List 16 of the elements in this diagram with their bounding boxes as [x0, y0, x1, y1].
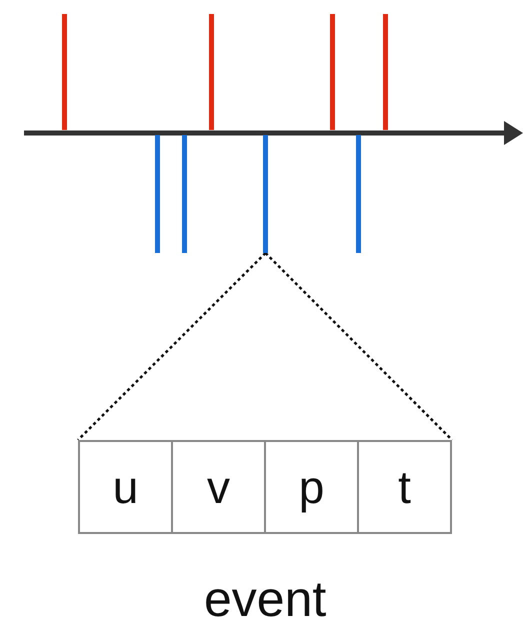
field-label: t [398, 464, 411, 510]
leader-line [77, 252, 266, 441]
field-label: u [112, 464, 138, 510]
field-label: v [207, 464, 230, 510]
spike-up [383, 14, 388, 130]
spike-down [263, 135, 268, 253]
spike-up [330, 14, 335, 130]
field-label: p [298, 464, 324, 510]
spike-up [209, 14, 214, 130]
spike-down [356, 135, 361, 253]
record-box [78, 440, 452, 534]
record-caption: event [204, 574, 326, 624]
leader-line [264, 252, 453, 441]
spike-up [62, 14, 67, 130]
spike-down [182, 135, 187, 253]
spike-down [155, 135, 160, 253]
